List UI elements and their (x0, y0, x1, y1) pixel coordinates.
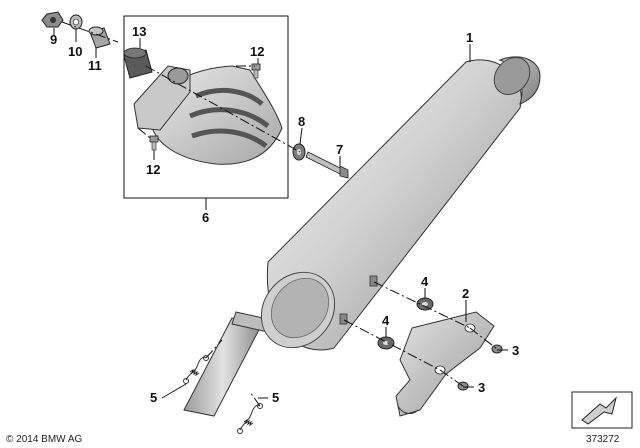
assembly-line-nut (61, 21, 119, 43)
assembly-line-stud-lower (343, 319, 441, 371)
diagram-symbol (571, 391, 633, 429)
bracket-pivot (167, 67, 189, 85)
assembly-line-screw-3-lower (439, 369, 464, 387)
heat-shield-group (123, 15, 289, 199)
callout-6: 6 (202, 210, 209, 225)
callout-2: 2 (462, 286, 469, 301)
silencer-rear-end-inner (270, 277, 330, 339)
callout-13: 13 (132, 24, 146, 39)
silencer-stud-upper (369, 275, 378, 287)
callout-9: 9 (50, 32, 57, 47)
silencer-end-cap-face (493, 57, 531, 95)
bolt-7 (305, 151, 349, 179)
callout-12-upper: 12 (250, 44, 264, 59)
grommet-4-upper (416, 297, 434, 311)
leader-8 (299, 127, 303, 145)
callout-1: 1 (466, 30, 473, 45)
spring-5-upper (183, 355, 209, 384)
screw-12-lower (149, 135, 159, 151)
callout-5-right: 5 (272, 390, 279, 405)
callout-8: 8 (298, 114, 305, 129)
rubber-bushing-top (123, 47, 147, 59)
callout-10: 10 (68, 44, 82, 59)
copyright-text: © 2014 BMW AG (6, 434, 83, 445)
callout-5-left: 5 (150, 390, 157, 405)
callout-3-upper: 3 (512, 343, 519, 358)
assembly-line-spring-lower (249, 391, 261, 407)
diagram-id: 373272 (586, 434, 620, 445)
spring-5-lower (237, 403, 263, 434)
assembly-line-screw-3-upper (469, 327, 498, 350)
callout-11: 11 (88, 58, 102, 73)
assembly-line-bolt (145, 65, 301, 153)
leader-5a (161, 383, 187, 399)
callout-4-lower: 4 (382, 313, 390, 328)
mounting-bracket (395, 311, 495, 417)
heat-shield-slot-3 (191, 128, 268, 149)
screw-3-upper (491, 344, 503, 354)
sleeve-11 (88, 26, 111, 49)
nut-9 (41, 11, 64, 28)
callout-3-lower: 3 (478, 380, 485, 395)
callout-7: 7 (336, 142, 343, 157)
heat-shield-slot-1 (195, 88, 264, 106)
washer-10 (69, 14, 83, 30)
callout-4-upper: 4 (421, 274, 429, 289)
silencer-stud-lower (339, 313, 348, 325)
rear-silencer (183, 56, 541, 417)
callout-12-lower: 12 (146, 162, 160, 177)
assembly-line-spring-upper (205, 339, 223, 359)
assembly-line-screw-lower (137, 127, 151, 139)
screw-12-upper (251, 63, 261, 79)
silencer-inlet-pipe (183, 317, 263, 417)
heat-shield-slot-2 (189, 107, 270, 128)
